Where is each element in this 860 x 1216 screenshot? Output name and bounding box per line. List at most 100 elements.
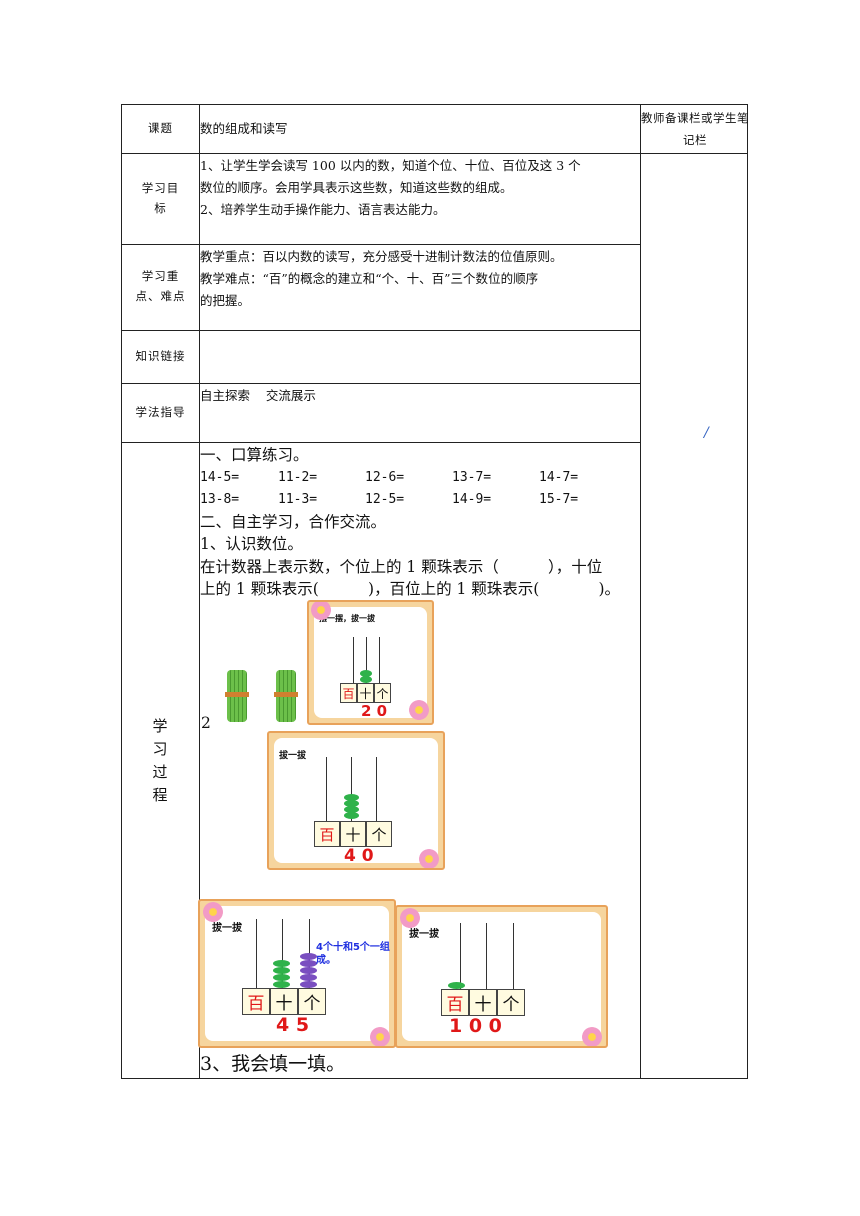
flower-decoration [203,902,223,922]
abacus-rod [366,637,367,683]
row-divider [122,330,640,331]
abacus-slide-20: 摆一摆，拔一拔 百 十 个 2 0 [307,600,434,725]
tens-label: 十 [270,988,298,1015]
method-value: 自主探索 交流展示 [200,388,316,403]
flower-decoration [400,908,420,928]
tens-label: 十 [340,821,366,847]
slide-title: 摆一摆，拔一拔 [319,614,375,623]
abacus-bead [344,812,359,819]
math-item: 11-3= [278,491,318,507]
abacus-bead [273,981,290,988]
key-point-line: 的把握。 [200,293,251,308]
lesson-plan-table: 课题 数的组成和读写 教师备课栏或学生笔记栏 学习目标 1、让学生学会读写 10… [121,104,749,1079]
topic-value: 数的组成和读写 [200,121,288,136]
math-item: 13-8= [200,491,240,507]
ones-label: 个 [374,683,391,703]
abacus-rod [460,923,461,989]
section-self-study: 二、自主学习，合作交流。 [200,512,387,531]
abacus-rod [486,923,487,989]
math-item: 13-7= [452,469,492,485]
abacus-bead [448,982,465,989]
objectives-label: 学习目标 [141,180,180,215]
objectives-text: 1、让学生学会读写 100 以内的数，知道个位、十位、百位及这 3 个 数位的顺… [200,155,640,221]
abacus-bead [344,800,359,807]
hundreds-label: 百 [441,989,469,1016]
key-point-line: 教学重点：百以内数的读写，充分感受十进制计数法的位值原则。 [200,249,563,264]
place-value-paragraph: 上的 1 颗珠表示( )，百位上的 1 颗珠表示( )。 [200,580,621,598]
slide-number: 2 0 [361,702,388,720]
abacus-bead [300,967,317,974]
abacus-bead [300,953,317,960]
hundreds-label: 百 [242,988,270,1015]
subsection-place-values: 1、认识数位。 [200,535,303,553]
column-divider [199,105,200,1078]
place-value-labels: 百 十 个 [314,821,392,847]
abacus-slide-100: 拔一拔 百 十 个 1 0 0 [395,905,608,1048]
ones-label: 个 [298,988,326,1015]
math-item: 14-5= [200,469,240,485]
abacus-bead [300,981,317,988]
side-mark: / [704,425,709,441]
column-divider [640,105,641,1078]
abacus-slide-45: 拔一拔 4个十和5个一组成。 百 十 个 4 5 [198,899,396,1048]
flower-decoration [582,1027,602,1046]
knowledge-link-label: 知识链接 [135,348,186,363]
abacus-bead [300,974,317,981]
hundreds-label: 百 [340,683,357,703]
objective-line: 2、培养学生动手操作能力、语言表达能力。 [200,202,446,217]
tens-label: 十 [357,683,374,703]
abacus-rod [256,919,257,988]
abacus-bead [300,960,317,967]
stick-bundle-image [225,670,249,722]
abacus-rod [513,923,514,989]
abacus-rod [379,637,380,683]
abacus-bead [360,670,372,677]
place-value-paragraph: 在计数器上表示数，个位上的 1 颗珠表示（ ），十位 [200,557,603,576]
math-item: 15-7= [539,491,579,507]
math-item: 12-5= [365,491,405,507]
math-row: 14-5= 11-2= 12-6= 13-7= 14-7= [200,467,640,489]
row-divider [122,383,640,384]
method-label: 学法指导 [135,404,186,419]
row-divider [122,442,640,443]
topic-label: 课题 [148,121,173,136]
abacus-bead [360,676,372,683]
math-item: 14-7= [539,469,579,485]
ones-label: 个 [366,821,392,847]
abacus-bead [273,960,290,967]
place-value-labels: 百 十 个 [340,683,391,703]
abacus-rod [326,757,327,821]
abacus-bead [344,794,359,801]
place-value-labels: 百 十 个 [242,988,326,1015]
item-number: 2 [201,714,211,732]
row-divider [640,153,748,154]
abacus-bead [344,806,359,813]
key-point-line: 教学难点：“百”的概念的建立和“个、十、百”三个数位的顺序 [200,271,539,286]
section-oral-math: 一、口算练习。 [200,446,309,464]
math-item: 12-6= [365,469,405,485]
objective-line: 1、让学生学会读写 100 以内的数，知道个位、十位、百位及这 3 个 [200,158,581,173]
tens-label: 十 [469,989,497,1016]
notes-column-header: 教师备课栏或学生笔记栏 [641,111,749,147]
abacus-slide-40: 拔一拔 百 十 个 4 0 [267,731,445,870]
ones-label: 个 [497,989,525,1016]
row-divider [122,153,640,154]
process-content: 一、口算练习。 14-5= 11-2= 12-6= 13-7= 14-7= 13-8= 1… [200,444,640,601]
slide-title: 拔一拔 [409,929,439,940]
math-item: 11-2= [278,469,318,485]
key-points-label: 学习重点、难点 [135,269,186,303]
abacus-bead [273,974,290,981]
key-points-text: 教学重点：百以内数的读写，充分感受十进制计数法的位值原则。 教学难点：“百”的概… [200,246,640,312]
abacus-rod [351,757,352,821]
math-row: 13-8=11-3=12-5=14-9=15-7= [200,489,640,511]
slide-number: 4 0 [344,846,374,866]
slide-title: 拔一拔 [279,751,307,761]
hundreds-label: 百 [314,821,340,847]
subsection-fill-in: 3、我会填一填。 [200,1053,346,1075]
flower-decoration [409,700,429,720]
stick-bundle-image [274,670,298,722]
abacus-bead [273,967,290,974]
process-label: 学习过程 [152,717,169,804]
row-divider [122,244,640,245]
composition-note: 4个十和5个一组成。 [316,942,390,966]
